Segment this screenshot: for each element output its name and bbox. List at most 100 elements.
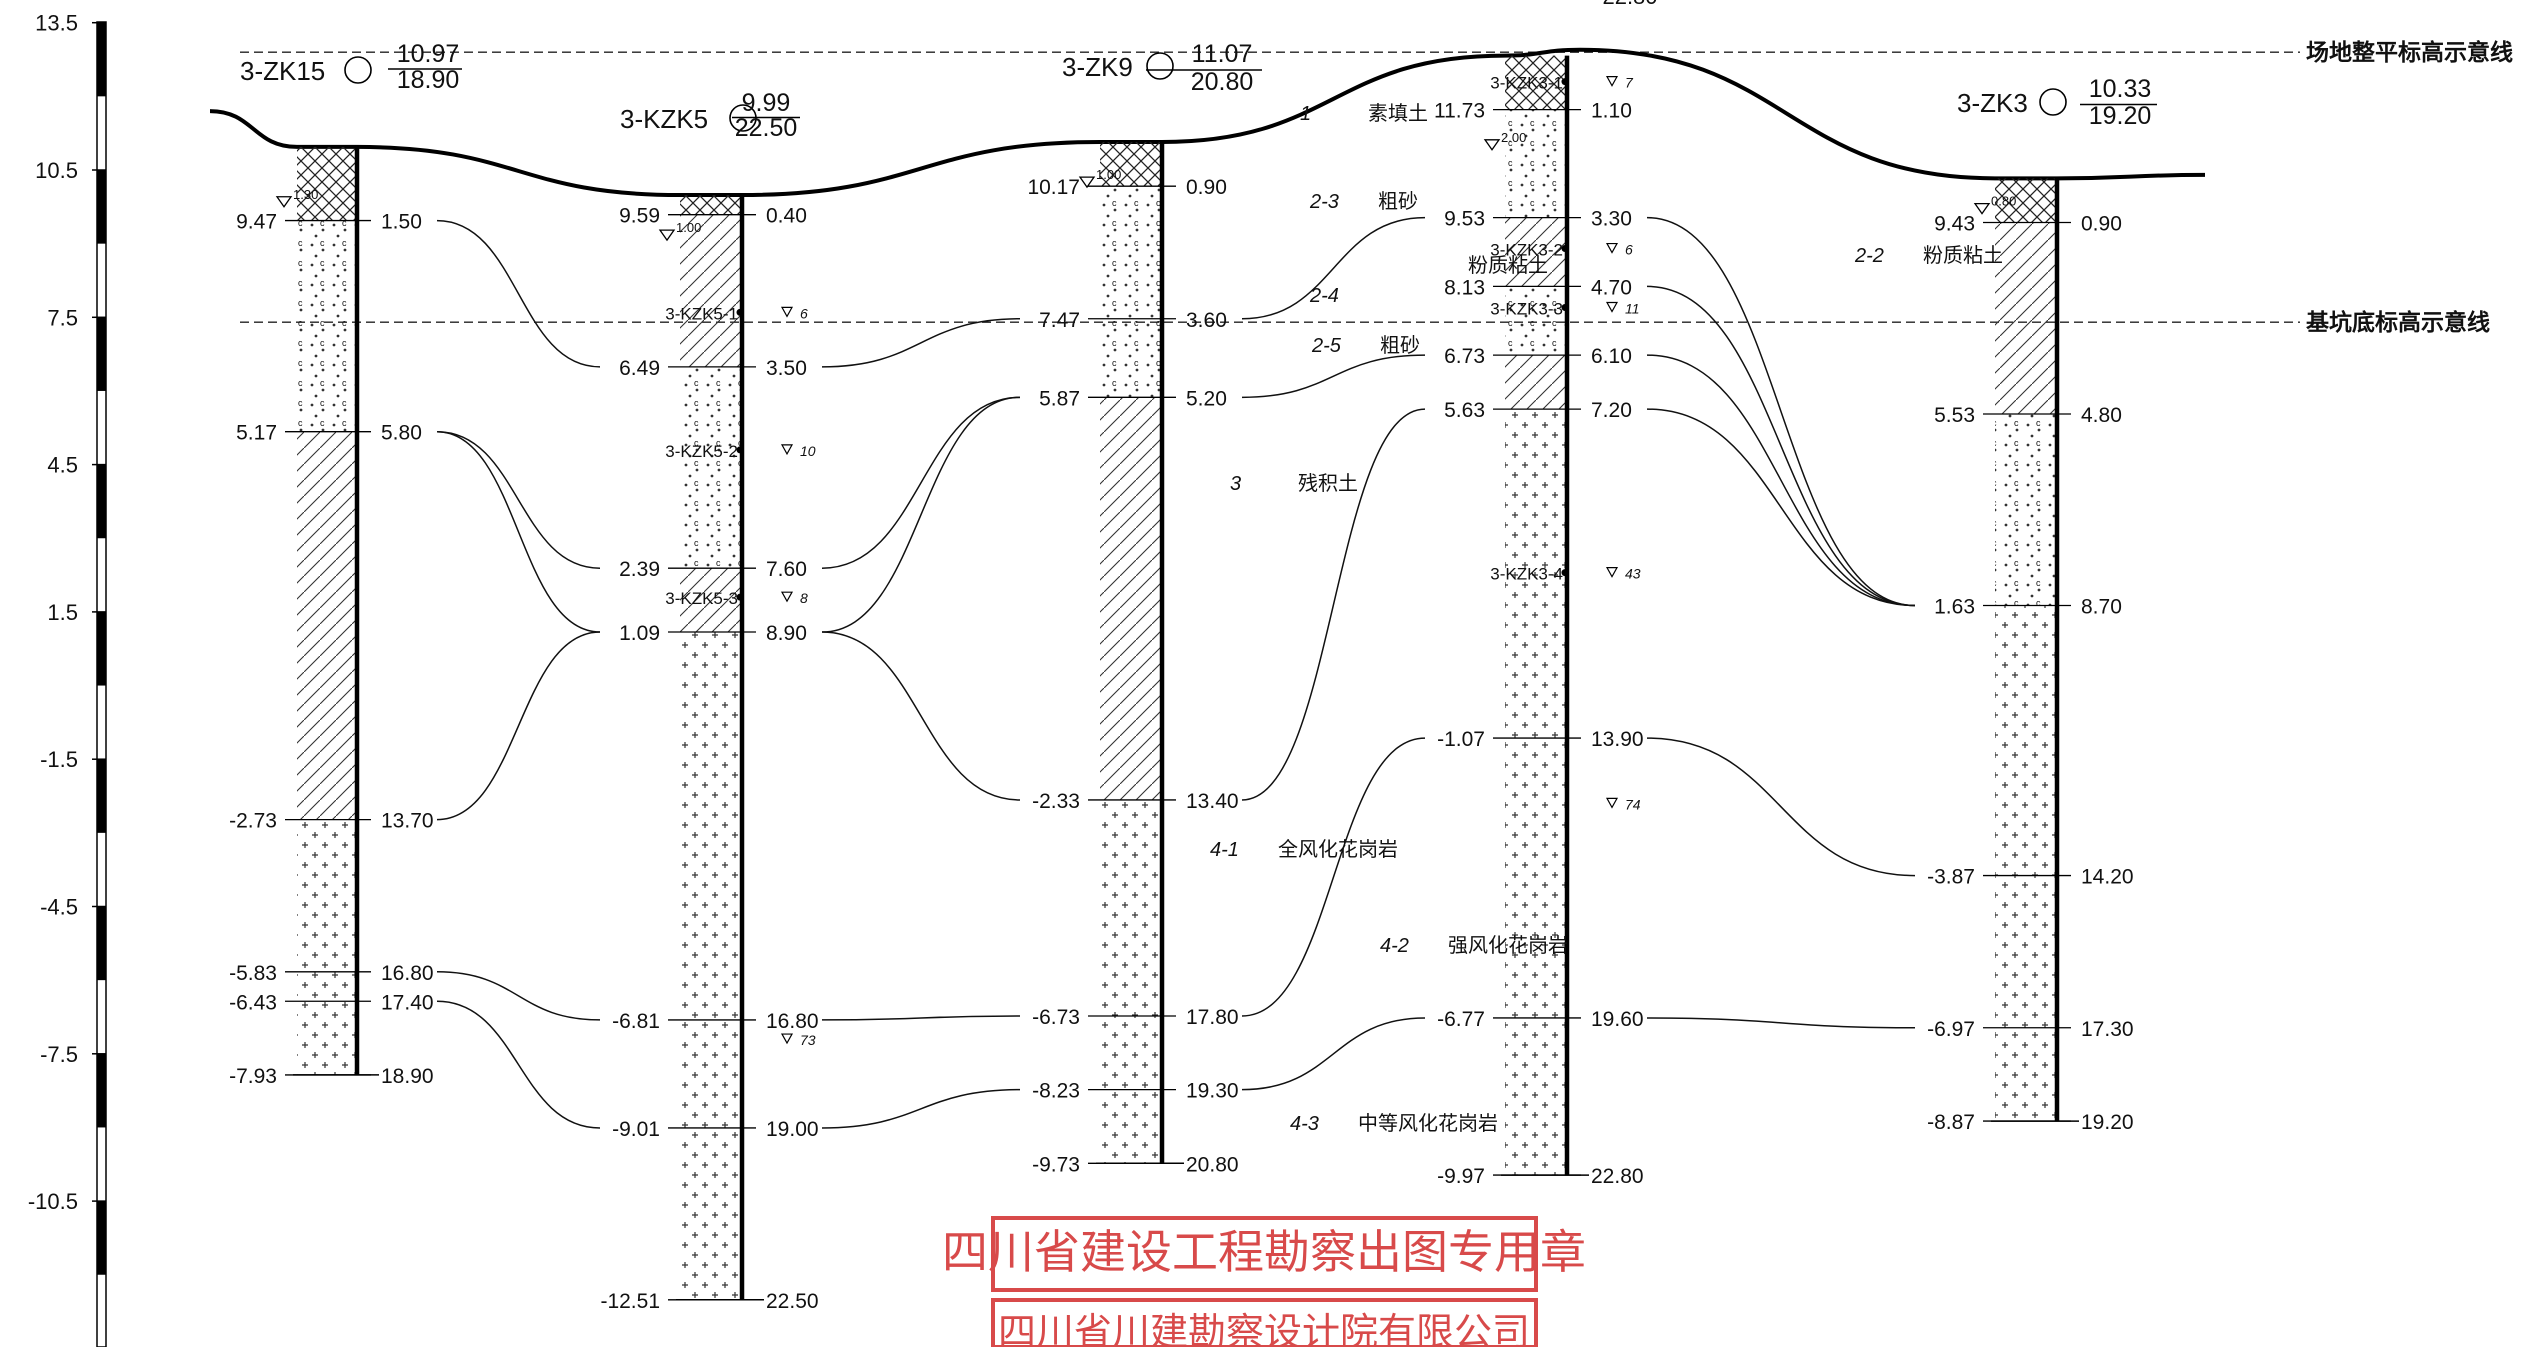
water-level-icon [275,196,293,208]
borehole-id: 3-ZK3 [1957,88,2028,118]
sample-dot-icon [736,308,744,316]
stratum-name: 残积土 [1298,471,1358,495]
spt-value: 10 [800,443,816,459]
layer-depth-label: 16.80 [381,962,434,985]
layer-depth-label: 3.30 [1591,208,1632,231]
sample-dot-icon [1561,569,1569,577]
stratum-boundary [1646,216,1916,607]
borehole-id: 3-ZK9 [1062,52,1133,82]
layer-elevation-label: -8.87 [1927,1111,1975,1134]
water-level-icon [1483,139,1501,151]
stratum-boundaries [436,216,1916,1129]
sample-label: 3-KZK5-2 [665,442,738,461]
stratum-boundary [1241,408,1426,801]
borehole-fill [1505,217,1567,287]
top-cut-label: 22.80 [1602,0,1657,9]
stratum-boundary [821,1088,1021,1129]
layer-depth-label: 1.50 [381,211,422,234]
spt-value: 43 [1625,566,1641,582]
layer-depth-label: 13.40 [1186,790,1239,813]
spt-marker-icon [1605,301,1619,313]
layer-depth-label: 5.80 [381,422,422,445]
borehole-fill [1100,799,1162,1164]
borehole-fill [680,195,742,215]
stratum-boundary [1646,354,1916,607]
stratum-boundary [436,430,601,633]
axis-tick-label: 10.5 [35,158,78,183]
layer-depth-label: 8.70 [2081,596,2122,619]
borehole-symbol-icon [344,56,372,84]
stratum-boundary [1646,285,1916,607]
layer-elevation-label: 5.63 [1444,399,1485,422]
layer-elevation-label: -6.43 [229,991,277,1014]
sample-label: 3-KZK5-3 [665,589,738,608]
borehole-elevation: 11.07 [1192,40,1253,68]
borehole-fill [1100,186,1162,398]
layer-depth-label: 19.00 [766,1118,819,1141]
stratum-boundary [436,430,601,569]
stratum-boundary [821,318,1021,368]
layer-elevation-label: 1.63 [1934,596,1975,619]
spt-value: 74 [1625,796,1641,812]
borehole-fill [1505,286,1567,356]
layer-elevation-label: 9.43 [1934,213,1975,236]
sample-dot-icon [1561,303,1569,311]
layer-elevation-label: -6.77 [1437,1008,1485,1031]
spt-marker-icon [1605,76,1619,87]
axis-tick-label: -10.5 [28,1189,78,1214]
borehole-depth: 20.80 [1191,68,1254,96]
sample-label: 3-KZK3-1 [1490,74,1563,93]
stratum-code: 2-2 [1854,245,1884,267]
spt-marker-icon [1605,797,1619,809]
stratum-name: 素填土 [1368,101,1428,125]
axis-bar-segment [97,759,106,833]
layer-depth-label: 22.50 [766,1290,819,1313]
layer-depth-label: 3.50 [766,357,807,380]
borehole-fill [297,220,357,432]
layer-elevation-label: 6.49 [619,357,660,380]
spt-value: 11 [1625,300,1640,316]
spt-marker-icon [1605,242,1619,254]
stratum-boundary [436,1000,601,1129]
borehole-elevation: 10.33 [2089,75,2152,103]
layer-depth-label: 7.60 [766,558,807,581]
stratum-boundary [1241,354,1426,399]
axis-tick-label: -1.5 [40,747,78,772]
borehole-fill [1995,178,2057,223]
layer-depth-label: 8.90 [766,622,807,645]
axis-bar-segment [97,906,106,981]
stratum-boundary [436,971,601,1021]
layer-elevation-label: 10.17 [1027,176,1080,199]
layer-depth-label: 0.40 [766,205,807,228]
layer-depth-label: 14.20 [2081,866,2134,889]
axis-bar-segment [97,1201,106,1275]
layer-depth-label: 0.90 [2081,213,2122,236]
layer-depth-label: 19.30 [1186,1080,1239,1103]
axis-bar-segment [97,170,106,244]
layer-elevation-label: -6.73 [1032,1006,1080,1029]
stratum-name: 中等风化花岗岩 [1358,1111,1498,1135]
layer-elevation-label: 9.59 [619,205,660,228]
layer-depth-label: 19.20 [2081,1111,2134,1134]
layer-elevation-label: -9.97 [1437,1165,1485,1188]
layer-elevation-label: -1.07 [1437,728,1485,751]
borehole-fill [1505,355,1567,410]
borehole-fill [297,819,357,1075]
layer-elevation-label: 2.39 [619,558,660,581]
borehole-fill [680,366,742,569]
sample-dot-icon [1561,78,1569,86]
stratum-name: 粉质粘土 [1468,253,1548,277]
axis-bar-segment [97,1053,106,1128]
sample-label: 3-KZK3-3 [1490,299,1563,318]
borehole-fill [1995,222,2057,415]
layer-depth-label: 18.90 [381,1065,434,1088]
stratum-boundary [436,219,601,368]
layer-depth-label: 22.80 [1591,1165,1644,1188]
stratum-boundary [1646,1017,1916,1029]
water-level-label: 1.00 [1096,167,1121,182]
